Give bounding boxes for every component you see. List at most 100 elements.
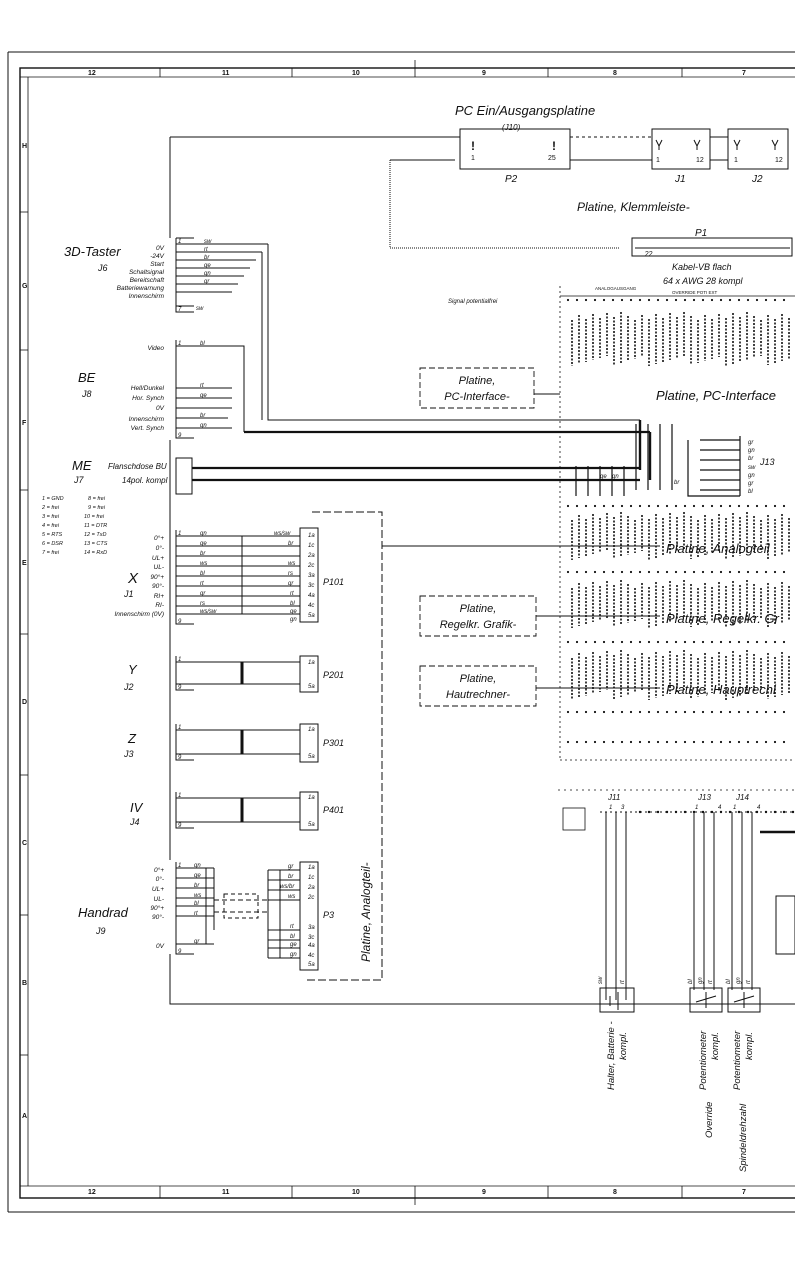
hautrechner-box-1: Platine, [460, 673, 497, 685]
x-wire-6: rt [200, 581, 204, 587]
j8-pin-innenschirm: Innenschirm [129, 416, 165, 423]
board-pin-dot [575, 298, 579, 302]
board-pin-dot [665, 504, 669, 508]
board-pin-dot [737, 740, 741, 744]
j13-wire-9: gn [612, 474, 619, 480]
board-pin-dot [638, 298, 642, 302]
handrad-right-wire-6: bl [290, 934, 295, 940]
j8-pin-horsynch: Hor. Synch [132, 395, 164, 402]
x-right-pin-1: 1a [308, 533, 315, 539]
handrad-wire-4: ws [194, 893, 201, 899]
p301-label: P301 [323, 738, 344, 748]
board-pin-dot [656, 570, 660, 574]
x-pin-3: UL+ [152, 555, 164, 562]
j13-wire-7: bl [748, 489, 753, 495]
right-label-regelkr: Platine, Regelkr. Gr [666, 611, 780, 626]
handrad-right-pin-2: 1c [308, 875, 314, 881]
board-pin-dot [611, 298, 615, 302]
regelkr-box-1: Platine, [460, 603, 497, 615]
j8-wire-3: ge [200, 393, 207, 399]
board-pin-dot [737, 504, 741, 508]
x-pin-8: RI- [155, 602, 165, 609]
board-pin-dot [773, 740, 777, 744]
j6-wire-7: sw [196, 306, 204, 312]
handrad-pin-bottom: 9 [178, 949, 182, 955]
board-pin-dot [629, 298, 633, 302]
board-pin-dot [782, 740, 786, 744]
board-pin-dot [683, 640, 687, 644]
handrad-pin-5: 90°+ [150, 904, 164, 912]
x-pin-4: UL- [154, 564, 165, 571]
x-wire-1: gn [200, 531, 207, 537]
board-pin-dot [737, 570, 741, 574]
top-num-9: 9 [482, 70, 486, 77]
board-pin-dot [593, 570, 597, 574]
kabel-label-2: 64 x AWG 28 kompl [663, 276, 744, 286]
sheet-border [7, 51, 795, 1213]
board-pin-dot [683, 504, 687, 508]
z-pin-bottom: 9 [178, 755, 182, 761]
board-pin-dot [674, 298, 678, 302]
j6-pin-schaltsignal: Schaltsignal [129, 269, 165, 276]
board-pin-dot [683, 740, 687, 744]
bottom-pin-dot [791, 810, 795, 814]
board-pin-dot [638, 710, 642, 714]
j8-wire-4: br [200, 413, 206, 419]
x-right-wire-8: ge [290, 609, 297, 615]
j11-pin-3: 3 [621, 805, 625, 811]
bottom-num-10: 10 [352, 1189, 360, 1196]
j8-pin-video: Video [147, 345, 164, 352]
j13-wire-3: br [748, 456, 754, 462]
board-pin-dot [755, 740, 759, 744]
side-letter-a: A [22, 1113, 27, 1120]
side-letter-f: F [22, 420, 27, 427]
z-axis-id: J3 [123, 749, 134, 759]
x-wire-7: gr [200, 591, 206, 597]
handrad-pin-2: 0°- [156, 875, 165, 883]
board-pin-dot [719, 710, 723, 714]
board-pin-dot [719, 740, 723, 744]
board-pin-dot [764, 504, 768, 508]
x-pin-9: Innenschirm (0V) [115, 611, 165, 618]
side-letter-d: D [22, 699, 27, 706]
board-pin-dot [575, 740, 579, 744]
j7-legend-14: 14 = RxD [84, 550, 107, 556]
handrad-pin-4: UL- [154, 896, 165, 903]
iv-pin-a: 1a [308, 795, 315, 801]
board-pin-dot [611, 504, 615, 508]
x-right-wire-5: gr [288, 581, 294, 587]
board-pin-dot [728, 740, 732, 744]
board-pin-dot [737, 298, 741, 302]
j14-pin-1: 1 [733, 805, 736, 811]
board-pin-dot [764, 640, 768, 644]
y-pin-b: 5a [308, 684, 315, 690]
signal-note: Signal potentialfrei [448, 299, 498, 305]
board-pin-dot [593, 640, 597, 644]
x-pin-7: RI+ [154, 593, 165, 600]
p401-label: P401 [323, 805, 344, 815]
j13-wire-1: gr [748, 440, 754, 446]
bottom-pin-dot [746, 810, 750, 814]
j13-wire-2: gn [748, 448, 755, 454]
handrad-wire-3: br [194, 883, 200, 889]
p3-label: P3 [323, 910, 334, 920]
board-pin-dot [746, 504, 750, 508]
p2-pin1-marker: ! [471, 139, 475, 153]
j13-wire-4: sw [748, 465, 756, 471]
board-pin-dot [665, 740, 669, 744]
poti-override-1: Potentiometer [698, 1030, 709, 1090]
x-pin-bottom: 9 [178, 619, 182, 625]
x-right-pin-8: 4c [308, 603, 314, 609]
j6-wire-4: ge [204, 263, 211, 269]
board-pin-dot [611, 640, 615, 644]
override-small: OVERRIDE POTI EXT [672, 290, 718, 295]
board-pin-dot [584, 298, 588, 302]
board-pin-dot [611, 710, 615, 714]
handrad-right-pin-6: 3c [308, 935, 314, 941]
bottom-num-12: 12 [88, 1189, 96, 1196]
board-pin-dot [584, 504, 588, 508]
board-pin-dot [566, 710, 570, 714]
board-pin-dot [611, 570, 615, 574]
j7-legend-12: 12 = TxD [84, 532, 106, 538]
j7-desc-1: Flanschdose BU [108, 462, 167, 471]
